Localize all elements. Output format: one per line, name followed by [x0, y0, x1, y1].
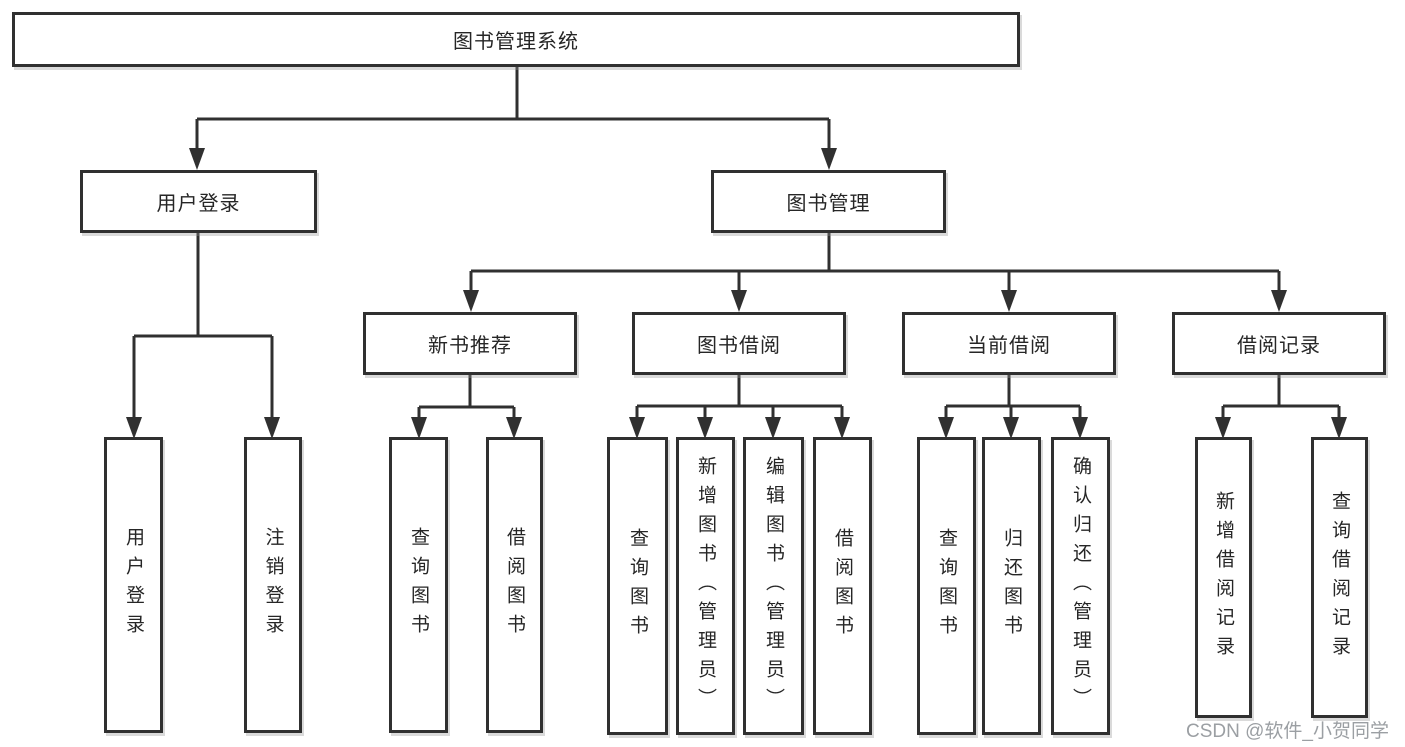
leaf-add-borrow-record: 新增借阅记录: [1195, 437, 1252, 718]
leaf-query-borrow-record-label: 查询借阅记录: [1329, 490, 1350, 665]
leaf-add-borrow-record-label: 新增借阅记录: [1213, 490, 1234, 665]
node-book-borrow-label: 图书借阅: [697, 335, 781, 357]
leaf-return-books: 归还图书: [982, 437, 1041, 735]
leaf-recommend-query-books: 查询图书: [389, 437, 448, 733]
leaf-add-books-admin-label: 新增图书（管理员）: [695, 455, 716, 717]
arrow-icon: [1331, 417, 1347, 439]
arrow-icon: [1271, 290, 1287, 312]
arrow-icon: [126, 417, 142, 439]
leaf-recommend-borrow-books: 借阅图书: [486, 437, 543, 733]
arrow-icon: [411, 417, 427, 439]
leaf-recommend-query-books-label: 查询图书: [408, 527, 429, 643]
node-borrow-records-label: 借阅记录: [1237, 335, 1321, 357]
arrow-icon: [463, 290, 479, 312]
arrow-icon: [629, 417, 645, 439]
leaf-logout: 注销登录: [244, 437, 302, 733]
node-borrow-records: 借阅记录: [1172, 312, 1386, 375]
node-book-management-label: 图书管理: [786, 193, 871, 215]
arrow-icon: [834, 417, 850, 439]
leaf-logout-label: 注销登录: [262, 527, 284, 643]
arrow-icon: [731, 290, 747, 312]
arrow-icon: [938, 417, 954, 439]
node-current-borrow-label: 当前借阅: [967, 335, 1051, 357]
leaf-add-books-admin: 新增图书（管理员）: [676, 437, 735, 735]
leaf-confirm-return-admin-label: 确认归还（管理员）: [1070, 455, 1091, 717]
node-book-management: 图书管理: [711, 170, 946, 233]
arrow-icon: [1003, 417, 1019, 439]
leaf-edit-books-admin-label: 编辑图书（管理员）: [763, 455, 784, 717]
node-book-borrow: 图书借阅: [632, 312, 846, 375]
node-root: 图书管理系统: [12, 12, 1020, 67]
leaf-borrow-query-books-label: 查询图书: [627, 528, 648, 644]
leaf-return-books-label: 归还图书: [1001, 528, 1022, 644]
leaf-borrow-books: 借阅图书: [813, 437, 872, 735]
arrow-icon: [189, 148, 205, 170]
arrowheads: [126, 148, 1347, 439]
node-user-login: 用户登录: [80, 170, 317, 233]
leaf-query-borrow-record: 查询借阅记录: [1311, 437, 1368, 718]
node-root-label: 图书管理系统: [453, 31, 579, 53]
leaf-user-login-label: 用户登录: [123, 527, 144, 643]
node-new-book-recommend-label: 新书推荐: [428, 335, 512, 357]
node-user-login-label: 用户登录: [156, 193, 241, 215]
leaf-recommend-borrow-books-label: 借阅图书: [504, 527, 525, 643]
node-current-borrow: 当前借阅: [902, 312, 1116, 375]
arrow-icon: [765, 417, 781, 439]
leaf-current-query-books: 查询图书: [917, 437, 976, 735]
arrow-icon: [264, 417, 280, 439]
leaf-borrow-query-books: 查询图书: [607, 437, 668, 735]
leaf-current-query-books-label: 查询图书: [936, 528, 957, 644]
leaf-confirm-return-admin: 确认归还（管理员）: [1051, 437, 1110, 735]
arrow-icon: [697, 417, 713, 439]
leaf-borrow-books-label: 借阅图书: [832, 528, 853, 644]
arrow-icon: [1001, 290, 1017, 312]
csdn-watermark: CSDN @软件_小贺同学: [1186, 721, 1389, 742]
arrow-icon: [506, 417, 522, 439]
node-new-book-recommend: 新书推荐: [363, 312, 577, 375]
arrow-icon: [1072, 417, 1088, 439]
arrow-icon: [1215, 417, 1231, 439]
arrow-icon: [821, 148, 837, 170]
leaf-edit-books-admin: 编辑图书（管理员）: [743, 437, 804, 735]
leaf-user-login: 用户登录: [104, 437, 163, 733]
